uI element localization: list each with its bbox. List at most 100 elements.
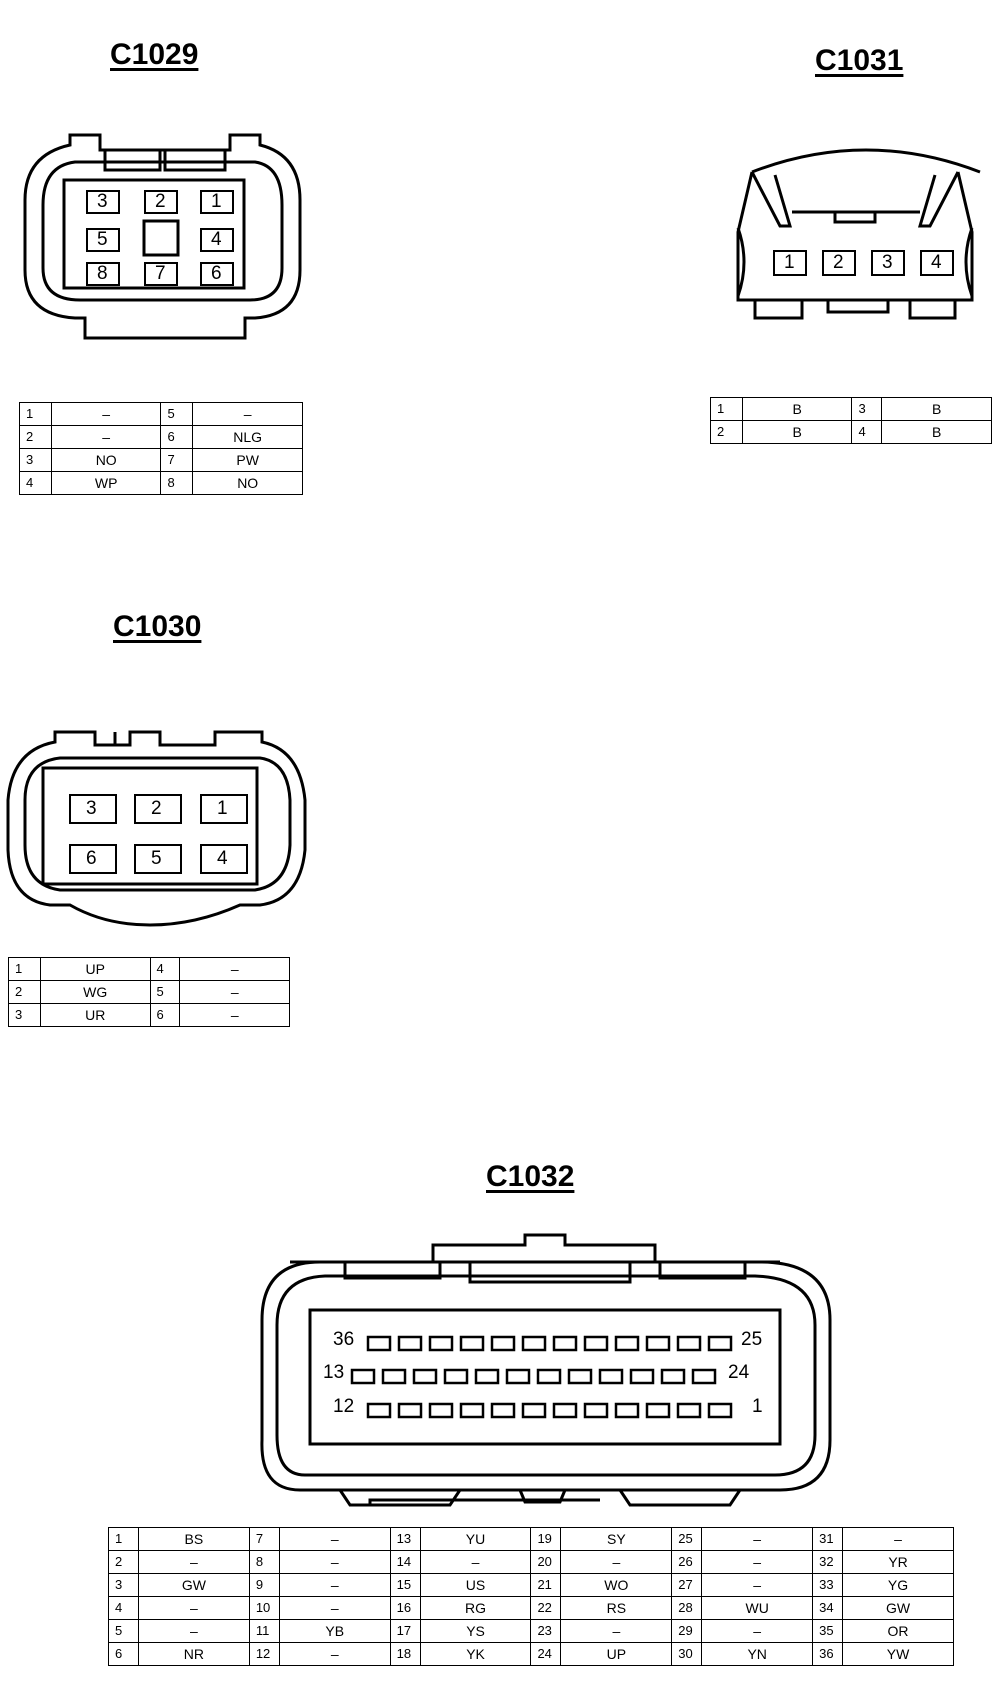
c1032-title: C1032: [486, 1160, 575, 1193]
wire-color-cell: YG: [842, 1573, 954, 1597]
c1032-pin-cavity: [366, 1335, 392, 1352]
c1032-pin-cavity: [645, 1335, 671, 1352]
wire-color-cell: B: [741, 397, 853, 421]
c1032-pin-cavity: [459, 1402, 485, 1419]
pin-number: 1: [211, 191, 222, 212]
pin-cell: 4: [108, 1596, 139, 1620]
pin-cell: 28: [671, 1596, 703, 1620]
pin-cell: 3: [851, 397, 883, 421]
c1029-pin-4: 4: [200, 228, 234, 252]
c1029-pin-7: 7: [144, 262, 178, 286]
pin-number: 3: [97, 191, 108, 212]
wire-color-cell: –: [278, 1527, 391, 1551]
c1032-pin-label-24: 24: [728, 1362, 750, 1383]
pin-cell: 34: [812, 1596, 844, 1620]
pin-number: 1: [784, 252, 795, 273]
c1029-pin-6: 6: [200, 262, 234, 286]
pin-cell: 32: [812, 1550, 844, 1574]
c1031-pin-table: 1 B 3 B 2 B 4 B: [710, 397, 992, 444]
table-row: 3 NO 7 PW: [19, 448, 303, 472]
wire-color-cell: YR: [842, 1550, 954, 1574]
pin-cell: 13: [389, 1527, 421, 1551]
c1032-pin-cavity: [598, 1368, 624, 1385]
wire-color-cell: BS: [137, 1527, 250, 1551]
table-row: 1 B 3 B: [710, 397, 992, 421]
pin-cell: 22: [530, 1596, 562, 1620]
wire-color-cell: –: [560, 1619, 673, 1643]
c1032-pin-cavity: [691, 1368, 717, 1385]
wire-color-cell: B: [881, 420, 992, 444]
pin-cell: 5: [108, 1619, 139, 1643]
c1032-pin-cavity: [350, 1368, 376, 1385]
c1031-pin-2: 2: [822, 250, 856, 276]
c1029-pin-1: 1: [200, 190, 234, 214]
wire-color-cell: –: [137, 1619, 250, 1643]
table-row: 2 – 6 NLG: [19, 425, 303, 449]
pin-cell: 25: [671, 1527, 703, 1551]
c1030-pin-2: 2: [134, 794, 182, 824]
c1032-pin-cavity: [660, 1368, 686, 1385]
wire-color-cell: PW: [192, 448, 303, 472]
wire-color-cell: RS: [560, 1596, 673, 1620]
wire-color-cell: –: [278, 1550, 391, 1574]
c1032-pin-cavity: [614, 1402, 640, 1419]
pin-cell: 18: [389, 1642, 421, 1666]
wire-color-cell: WP: [50, 471, 162, 495]
table-row: 3 UR 6 –: [8, 1003, 290, 1027]
c1032-pin-cavity: [397, 1402, 423, 1419]
wire-color-cell: SY: [560, 1527, 673, 1551]
pin-cell: 30: [671, 1642, 703, 1666]
c1030-pin-5: 5: [134, 844, 182, 874]
c1032-pin-cavity: [459, 1335, 485, 1352]
c1031-pin-4: 4: [920, 250, 954, 276]
c1032-pin-cavity: [676, 1402, 702, 1419]
pin-cell: 23: [530, 1619, 562, 1643]
pin-cell: 33: [812, 1573, 844, 1597]
wire-color-cell: OR: [842, 1619, 954, 1643]
pin-cell: 11: [248, 1619, 280, 1643]
c1030-pin-4: 4: [200, 844, 248, 874]
wire-color-cell: NLG: [192, 425, 303, 449]
c1029-title: C1029: [110, 38, 199, 71]
pin-cell: 2: [8, 980, 41, 1004]
pin-cell: 1: [8, 957, 41, 981]
c1032-pin-cavity: [583, 1402, 609, 1419]
c1032-pin-cavity: [381, 1368, 407, 1385]
c1032-pin-cavity: [428, 1402, 454, 1419]
c1032-pin-cavity: [552, 1402, 578, 1419]
wire-color-cell: –: [560, 1550, 673, 1574]
wire-color-cell: NR: [137, 1642, 250, 1666]
wire-color-cell: WU: [701, 1596, 814, 1620]
pin-cell: 29: [671, 1619, 703, 1643]
pin-cell: 3: [108, 1573, 139, 1597]
wire-color-cell: YU: [419, 1527, 532, 1551]
pin-cell: 7: [160, 448, 194, 472]
c1030-pin-3: 3: [69, 794, 117, 824]
wire-color-cell: –: [192, 402, 303, 426]
wire-color-cell: –: [137, 1550, 250, 1574]
wire-color-cell: –: [701, 1527, 814, 1551]
c1029-pin-8: 8: [86, 262, 120, 286]
wire-color-cell: –: [701, 1619, 814, 1643]
c1032-pin-label-12: 12: [333, 1396, 355, 1417]
pin-cell: 9: [248, 1573, 280, 1597]
wire-color-cell: US: [419, 1573, 532, 1597]
pin-cell: 26: [671, 1550, 703, 1574]
wire-color-cell: RG: [419, 1596, 532, 1620]
pin-cell: 15: [389, 1573, 421, 1597]
wire-color-cell: –: [50, 402, 162, 426]
c1032-pin-cavity: [629, 1368, 655, 1385]
c1030-pin-1: 1: [200, 794, 248, 824]
pin-number: 2: [151, 798, 162, 819]
c1032-pin-cavity: [412, 1368, 438, 1385]
wire-color-cell: GW: [842, 1596, 954, 1620]
wire-color-cell: –: [701, 1550, 814, 1574]
wire-color-cell: –: [179, 980, 290, 1004]
pin-cell: 1: [710, 397, 743, 421]
